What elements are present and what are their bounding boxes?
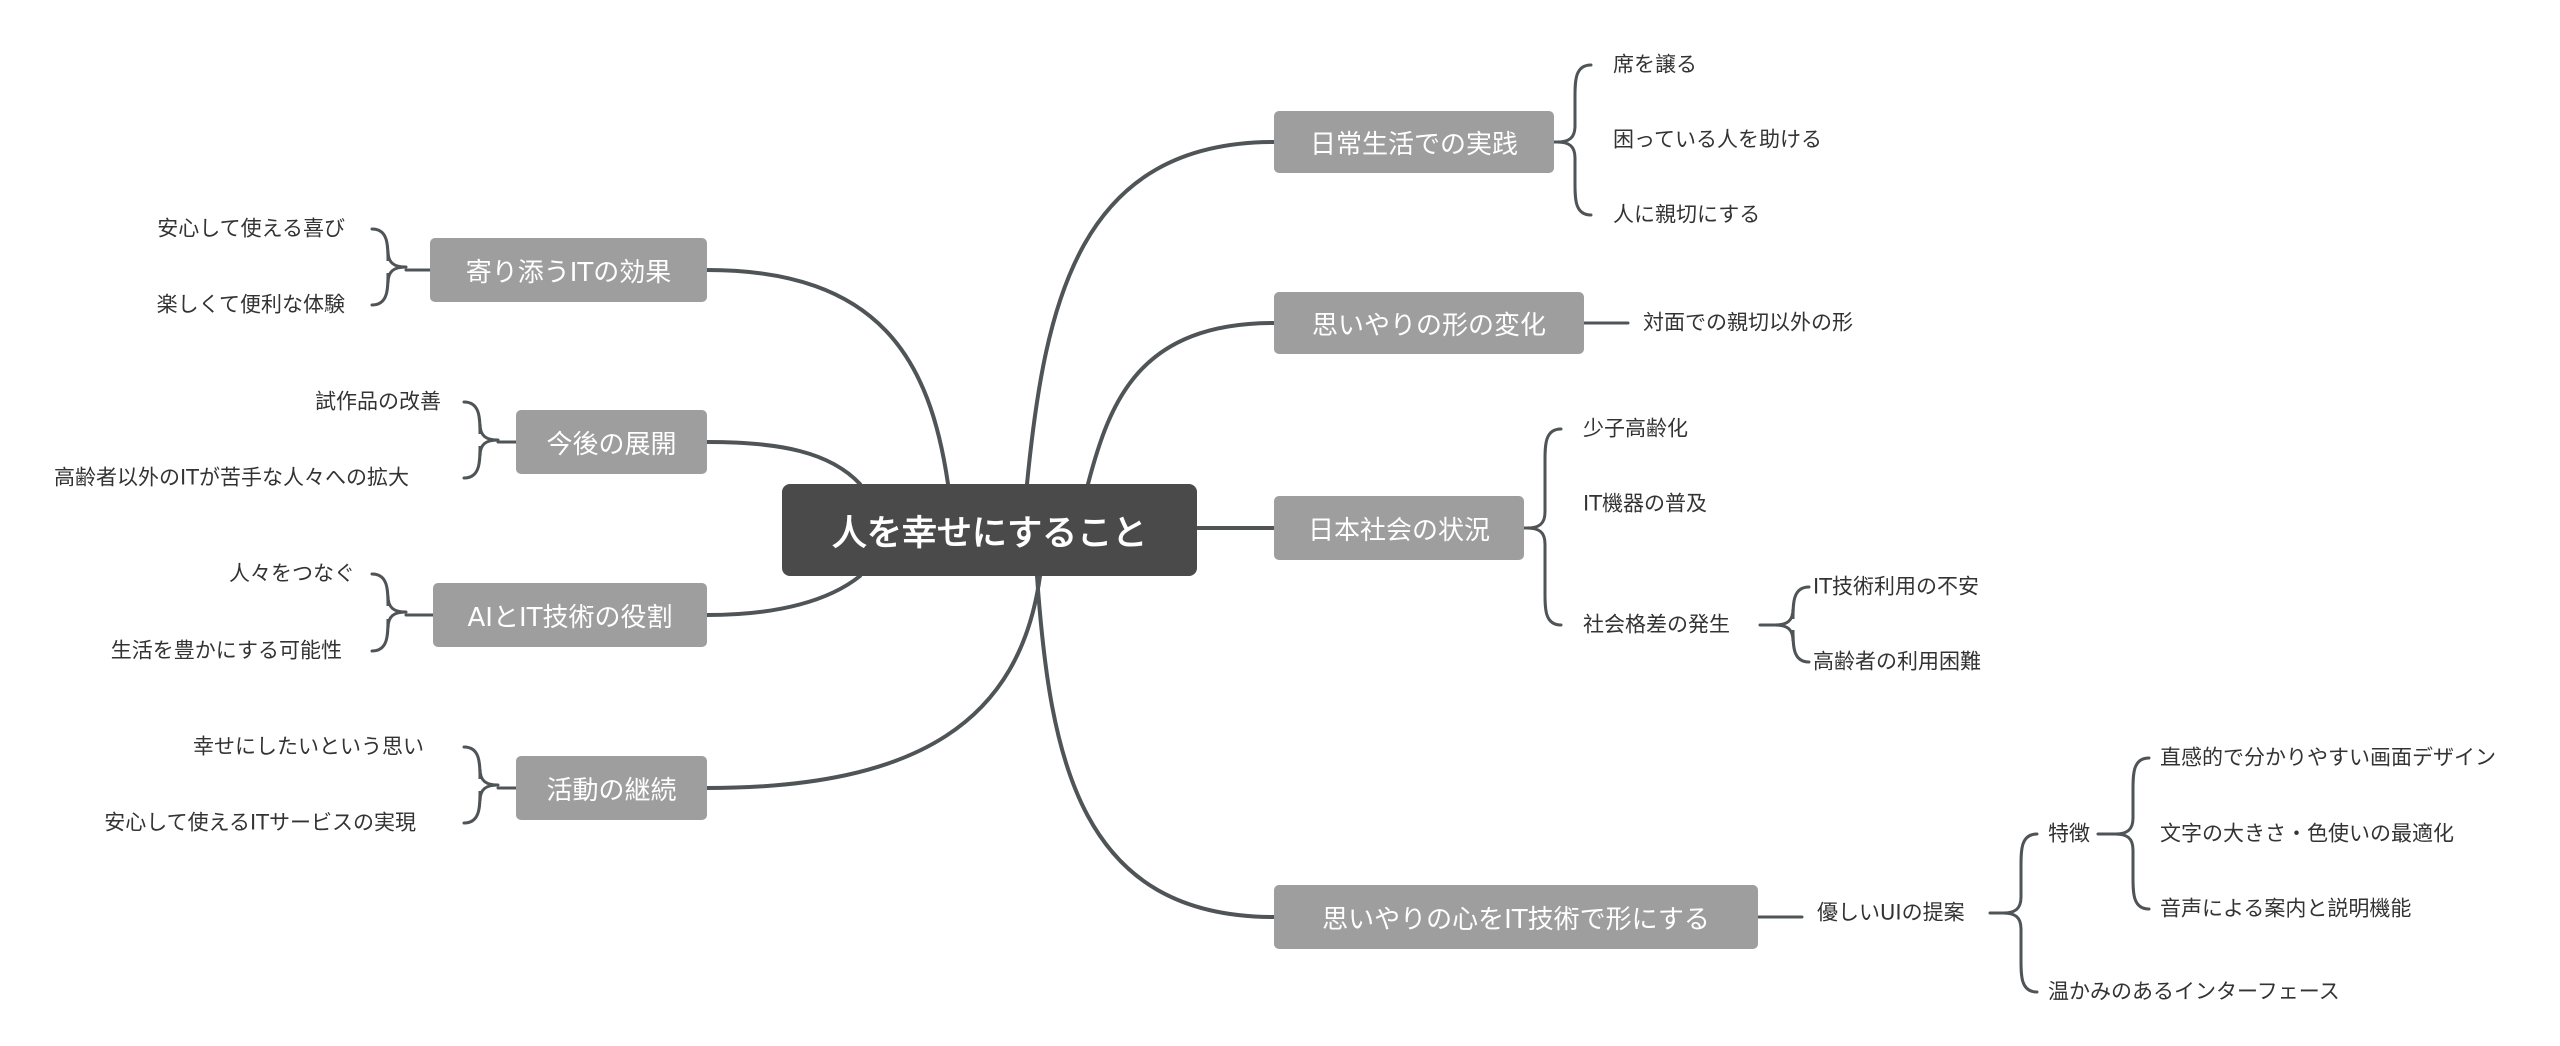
leaf-intuitive-design[interactable]: 直感的で分かりやすい画面デザイン bbox=[2160, 745, 2496, 770]
topic-kindness-it[interactable]: 思いやりの心をIT技術で形にする bbox=[1274, 885, 1758, 949]
leaf-features[interactable]: 特徴 bbox=[2048, 821, 2090, 846]
bracket-effect bbox=[370, 227, 408, 307]
leaf-prototype-improve[interactable]: 試作品の改善 bbox=[315, 389, 441, 414]
leaf-voice-guide[interactable]: 音声による案内と説明機能 bbox=[2160, 896, 2412, 921]
leaf-elderly-difficulty[interactable]: 高齢者の利用困難 bbox=[1813, 649, 1981, 674]
topic-daily-practice[interactable]: 日常生活での実践 bbox=[1274, 111, 1554, 173]
leaf-text-color[interactable]: 文字の大きさ・色使いの最適化 bbox=[2160, 821, 2454, 846]
link-root-effect bbox=[705, 268, 950, 486]
leaf-connect-people[interactable]: 人々をつなぐ bbox=[229, 561, 355, 586]
leaf-fun-experience[interactable]: 楽しくて便利な体験 bbox=[156, 292, 345, 317]
leaf-safe-it-service[interactable]: 安心して使えるITサービスの実現 bbox=[104, 810, 416, 835]
topic-it-effect[interactable]: 寄り添うITの効果 bbox=[430, 238, 707, 302]
leaf-aging-society[interactable]: 少子高齢化 bbox=[1583, 416, 1688, 441]
leaf-be-kind[interactable]: 人に親切にする bbox=[1613, 202, 1761, 227]
leaf-wish-happiness[interactable]: 幸せにしたいという思い bbox=[193, 734, 424, 759]
bracket-daily bbox=[1555, 63, 1593, 217]
leaf-it-spread[interactable]: IT機器の普及 bbox=[1583, 491, 1708, 516]
topic-continue-activity[interactable]: 活動の継続 bbox=[516, 756, 707, 820]
root-topic[interactable]: 人を幸せにすること bbox=[782, 484, 1197, 576]
bracket-society bbox=[1525, 427, 1563, 627]
bracket-future bbox=[462, 400, 500, 480]
leaf-gentle-ui[interactable]: 優しいUIの提案 bbox=[1817, 900, 1965, 925]
leaf-social-gap[interactable]: 社会格差の発生 bbox=[1583, 612, 1730, 637]
leaf-expand-others[interactable]: 高齢者以外のITが苦手な人々への拡大 bbox=[53, 465, 409, 490]
topic-future-development[interactable]: 今後の展開 bbox=[516, 410, 707, 474]
bracket-gap bbox=[1773, 585, 1811, 664]
link-root-role bbox=[705, 574, 862, 617]
leaf-help-people[interactable]: 困っている人を助ける bbox=[1613, 127, 1822, 152]
link-root-future bbox=[705, 440, 862, 486]
bracket-continue bbox=[462, 745, 500, 825]
topic-japan-society[interactable]: 日本社会の状況 bbox=[1274, 496, 1524, 560]
leaf-give-seat[interactable]: 席を譲る bbox=[1613, 52, 1697, 77]
bracket-ui bbox=[2001, 832, 2039, 994]
leaf-safe-joy[interactable]: 安心して使える喜び bbox=[157, 216, 345, 241]
topic-compassion-change[interactable]: 思いやりの形の変化 bbox=[1274, 292, 1584, 354]
bracket-role bbox=[370, 572, 408, 653]
topic-ai-it-role[interactable]: AIとIT技術の役割 bbox=[433, 583, 707, 647]
leaf-enrich-life[interactable]: 生活を豊かにする可能性 bbox=[110, 638, 342, 663]
link-root-daily bbox=[1025, 140, 1276, 486]
leaf-it-anxiety[interactable]: IT技術利用の不安 bbox=[1813, 574, 1980, 599]
link-root-kindness bbox=[1035, 574, 1276, 919]
bracket-features bbox=[2113, 756, 2151, 911]
link-root-continue bbox=[705, 574, 1042, 790]
leaf-warm-interface[interactable]: 温かみのあるインターフェース bbox=[2048, 979, 2340, 1004]
link-root-change bbox=[1086, 321, 1276, 486]
leaf-non-face-to-face[interactable]: 対面での親切以外の形 bbox=[1643, 310, 1853, 335]
